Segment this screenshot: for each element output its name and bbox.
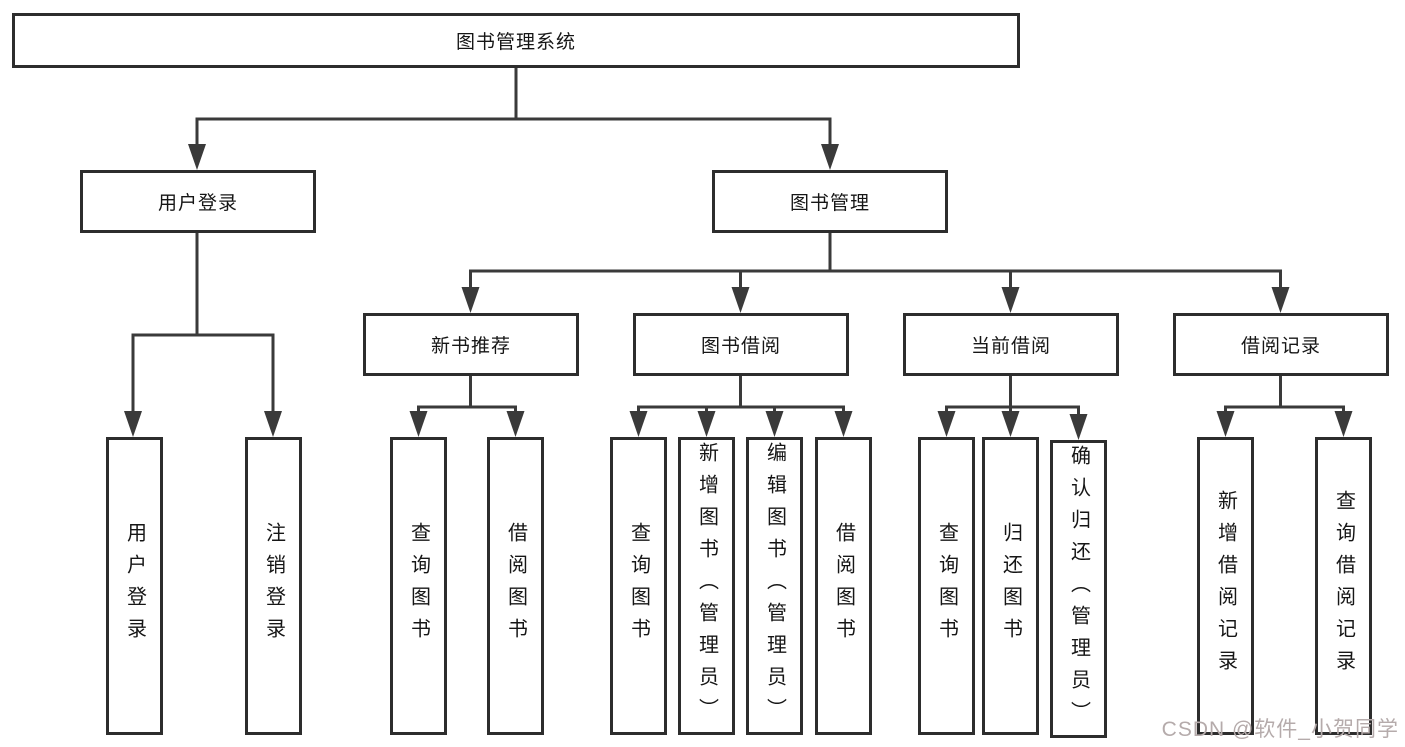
node-label: 编辑图书（管理员） bbox=[763, 442, 786, 730]
node-label: 图书管理 bbox=[789, 193, 870, 214]
node-leaf-query-borrow-record: 查询借阅记录 bbox=[1315, 437, 1372, 735]
node-user-login: 用户登录 bbox=[80, 170, 316, 233]
node-label: 图书借阅 bbox=[700, 336, 781, 357]
node-leaf-query-books-3: 查询图书 bbox=[918, 437, 975, 735]
node-new-book-recommend: 新书推荐 bbox=[363, 313, 579, 376]
node-label: 用户登录 bbox=[157, 193, 238, 214]
node-label: 借阅记录 bbox=[1240, 336, 1321, 357]
node-label: 注销登录 bbox=[262, 522, 285, 650]
node-leaf-add-books-admin: 新增图书（管理员） bbox=[678, 437, 735, 735]
node-leaf-return-books: 归还图书 bbox=[982, 437, 1039, 735]
node-label: 借阅图书 bbox=[832, 522, 855, 650]
node-label: 图书管理系统 bbox=[455, 32, 576, 53]
node-leaf-logout: 注销登录 bbox=[245, 437, 302, 735]
node-label: 确认归还（管理员） bbox=[1067, 445, 1090, 733]
node-leaf-add-borrow-record: 新增借阅记录 bbox=[1197, 437, 1254, 735]
node-leaf-borrow-books-2: 借阅图书 bbox=[815, 437, 872, 735]
node-label: 查询图书 bbox=[627, 522, 650, 650]
node-leaf-borrow-books-1: 借阅图书 bbox=[487, 437, 544, 735]
node-label: 借阅图书 bbox=[504, 522, 527, 650]
node-label: 归还图书 bbox=[999, 522, 1022, 650]
node-book-borrow: 图书借阅 bbox=[633, 313, 849, 376]
node-leaf-confirm-return-admin: 确认归还（管理员） bbox=[1050, 440, 1107, 738]
node-library-management-system: 图书管理系统 bbox=[12, 13, 1020, 68]
node-label: 用户登录 bbox=[123, 522, 146, 650]
node-label: 新书推荐 bbox=[430, 336, 511, 357]
node-book-management: 图书管理 bbox=[712, 170, 948, 233]
node-label: 当前借阅 bbox=[970, 336, 1051, 357]
node-label: 查询借阅记录 bbox=[1332, 490, 1355, 682]
node-leaf-edit-books-admin: 编辑图书（管理员） bbox=[746, 437, 803, 735]
node-leaf-query-books-2: 查询图书 bbox=[610, 437, 667, 735]
watermark: CSDN @软件_小贺同学 bbox=[1161, 718, 1399, 741]
node-label: 新增图书（管理员） bbox=[695, 442, 718, 730]
node-current-borrow: 当前借阅 bbox=[903, 313, 1119, 376]
node-label: 查询图书 bbox=[407, 522, 430, 650]
node-borrow-records: 借阅记录 bbox=[1173, 313, 1389, 376]
node-leaf-query-books-1: 查询图书 bbox=[390, 437, 447, 735]
node-leaf-user-login: 用户登录 bbox=[106, 437, 163, 735]
node-label: 查询图书 bbox=[935, 522, 958, 650]
node-label: 新增借阅记录 bbox=[1214, 490, 1237, 682]
